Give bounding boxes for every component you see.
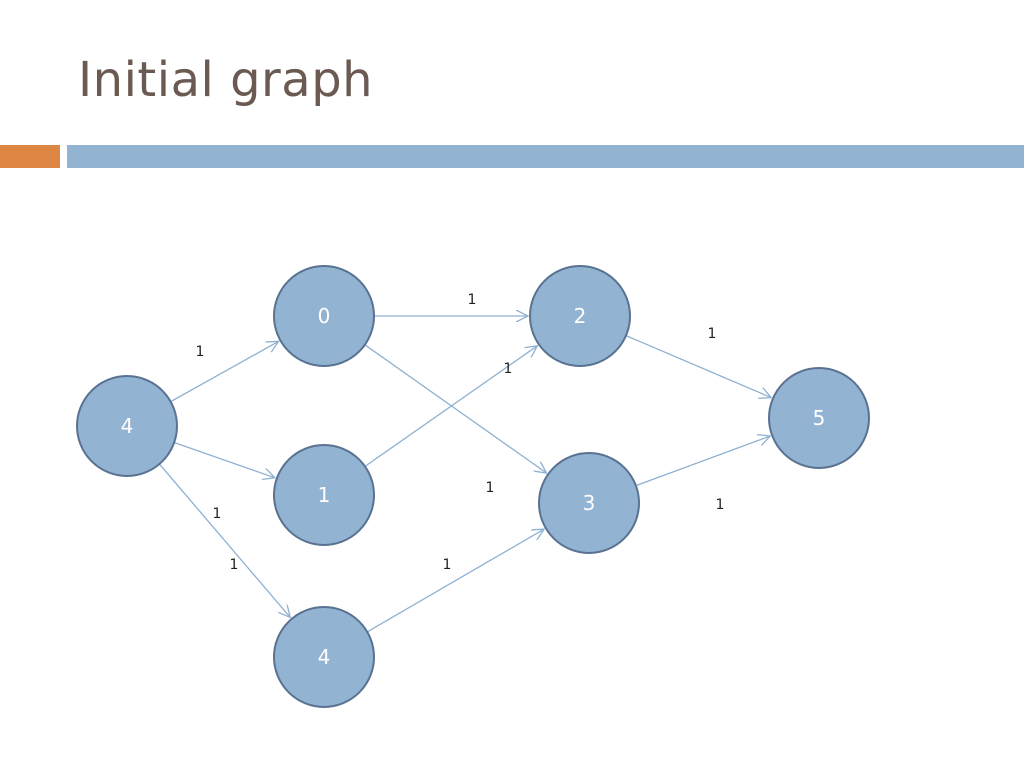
node-circle [76,375,178,477]
node-circle [273,444,375,546]
graph-node-n2: 2 [529,265,631,367]
edges-layer [158,316,771,633]
nodes-layer: 4 0 1 4 2 3 5 [76,265,870,708]
edge-weight-label: 1 [504,361,513,377]
accent-bar [0,145,60,168]
node-label: 4 [121,414,134,438]
edge-weight-label: 1 [486,480,495,496]
edge-n1-n2 [364,346,537,467]
node-label: 5 [813,406,826,430]
edge-weight-label: 1 [196,344,205,360]
node-label: 4 [318,645,331,669]
graph-node-n3: 3 [538,452,640,554]
edge-n3-n5 [635,436,770,487]
edge-n4b-n3 [366,529,544,633]
node-circle [273,606,375,708]
edge-n4a-n4b [158,463,290,617]
graph-node-n5: 5 [768,367,870,469]
graph-node-n0: 0 [273,265,375,367]
title-underline-bar [67,145,1024,168]
edge-n2-n5 [625,335,771,398]
node-label: 1 [318,483,331,507]
edge-weight-label: 1 [230,557,239,573]
node-circle [529,265,631,367]
node-circle [273,265,375,367]
node-label: 3 [583,491,596,515]
edge-n4a-n1 [173,441,275,478]
graph-node-n1: 1 [273,444,375,546]
node-label: 0 [318,304,331,328]
graph-node-n4b: 4 [273,606,375,708]
slide-title: Initial graph [78,52,374,108]
edge-n0-n3 [364,344,547,473]
node-circle [768,367,870,469]
edge-weight-label: 1 [468,292,477,308]
edge-labels-layer: 1 1 1 1 1 1 1 1 1 [196,292,725,573]
edge-weight-label: 1 [213,506,222,522]
node-label: 2 [574,304,587,328]
edge-weight-label: 1 [708,326,717,342]
edge-weight-label: 1 [716,497,725,513]
node-circle [538,452,640,554]
edge-weight-label: 1 [443,557,452,573]
graph-node-n4a: 4 [76,375,178,477]
edge-n4a-n0 [170,341,279,403]
